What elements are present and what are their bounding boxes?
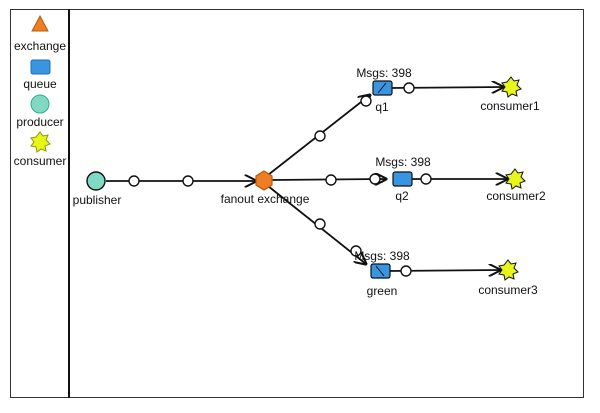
exchange-node[interactable]	[255, 170, 273, 191]
legend-label-consumer: consumer	[13, 154, 67, 168]
q1-msgs-label: Msgs: 398	[356, 66, 412, 80]
message-dot	[350, 245, 362, 257]
queue-green-node[interactable]	[370, 263, 391, 279]
message-dot	[182, 175, 194, 187]
message-dot	[314, 130, 326, 142]
diagram-canvas	[10, 9, 584, 398]
exchange-label: fanout exchange	[221, 192, 310, 206]
publisher-label: publisher	[73, 193, 122, 207]
green-label: green	[367, 284, 398, 298]
legend-queue-icon	[30, 59, 51, 75]
legend-consumer-icon	[30, 131, 51, 153]
green-msgs-label: Msgs: 398	[354, 249, 410, 263]
q2-label: q2	[395, 189, 409, 203]
message-dot	[314, 218, 326, 230]
legend-label-producer: producer	[16, 115, 64, 129]
legend-label-queue: queue	[23, 77, 57, 91]
queue-q1-node[interactable]	[372, 80, 393, 96]
message-dot	[403, 82, 415, 94]
message-dot	[400, 265, 412, 277]
consumer3-label: consumer3	[478, 283, 538, 297]
consumer1-label: consumer1	[480, 99, 540, 113]
q1-label: q1	[375, 100, 389, 114]
q2-msgs-label: Msgs: 398	[375, 155, 431, 169]
consumer1-node[interactable]	[501, 76, 522, 98]
consumer2-node[interactable]	[505, 168, 526, 190]
legend-divider	[68, 9, 70, 398]
message-dot	[369, 173, 381, 185]
legend-label-exchange: exchange	[13, 39, 67, 53]
consumer2-label: consumer2	[486, 189, 546, 203]
message-dot	[325, 174, 337, 186]
consumer3-node[interactable]	[498, 259, 519, 281]
queue-q2-node[interactable]	[392, 171, 413, 187]
message-dot	[420, 173, 432, 185]
message-dot	[360, 95, 372, 107]
publisher-node[interactable]	[86, 171, 106, 191]
legend-exchange-icon	[31, 14, 49, 32]
legend-producer-icon	[30, 94, 50, 114]
message-dot	[128, 175, 140, 187]
